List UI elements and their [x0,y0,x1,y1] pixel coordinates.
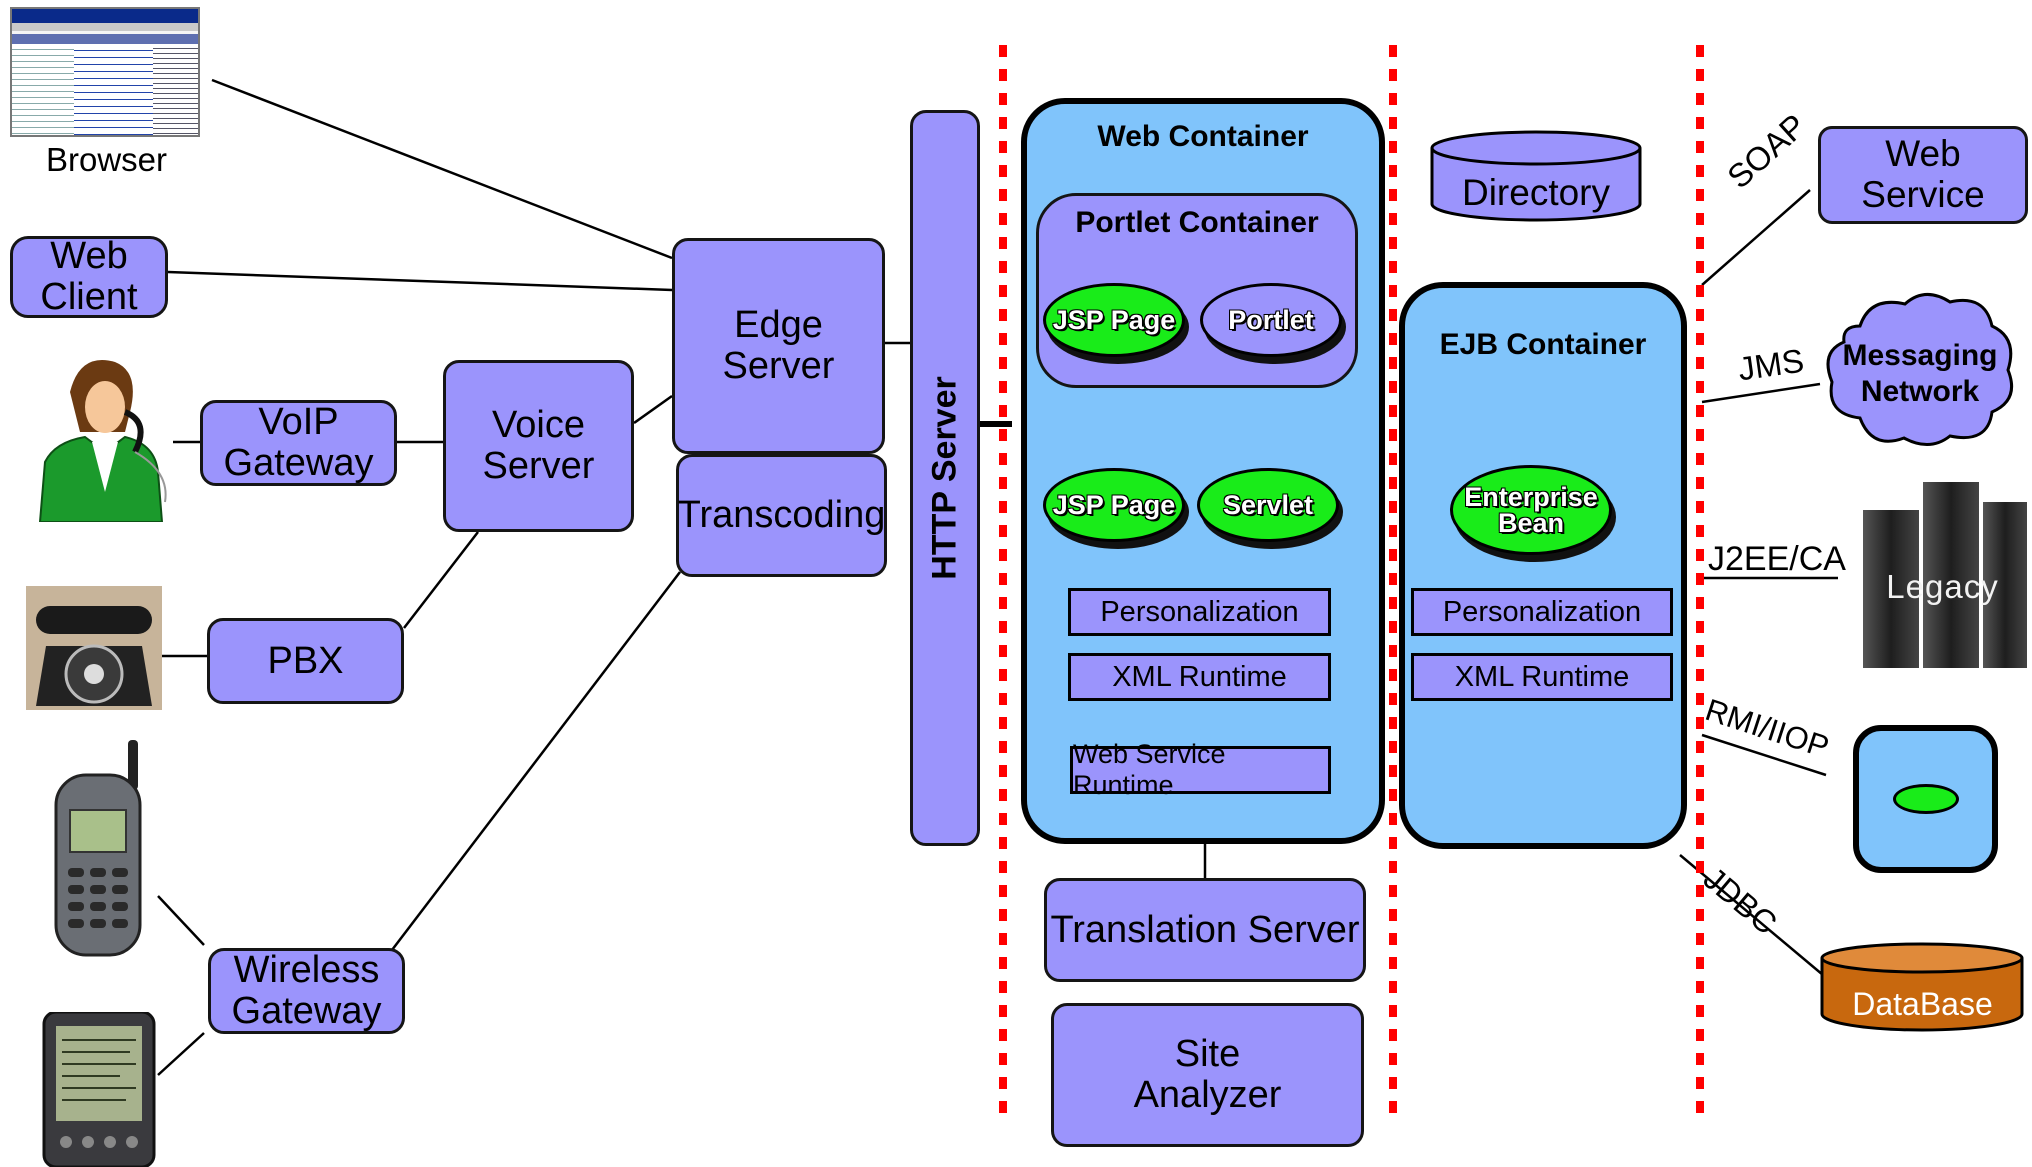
enterprise-bean-label: Enterprise Bean [1464,482,1598,538]
portlet-label: Portlet [1228,305,1314,335]
remote-bean-oval [1892,784,1959,814]
web-xml-runtime-label: XML Runtime [1112,660,1287,693]
database-store[interactable]: DataBase [1820,942,2025,1032]
pda-icon [40,1012,158,1167]
j2ee-ca-label: J2EE/CA [1708,540,1846,578]
legacy-label: Legacy [1886,568,1999,605]
enterprise-bean-oval[interactable]: Enterprise Bean [1450,465,1612,555]
voice-server-label: Voice Server [482,404,595,487]
line-rmi [1701,733,1827,777]
portlet-container-title: Portlet Container [1075,206,1319,239]
ejb-personalization-label: Personalization [1442,595,1642,628]
transcoding-node[interactable]: Transcoding [676,454,887,577]
directory-label: Directory [1461,172,1611,213]
line-voice-pbx [403,531,479,629]
ejb-container-title: EJB Container [1439,328,1647,361]
servlet-label: Servlet [1222,490,1314,520]
site-analyzer-node[interactable]: Site Analyzer [1051,1003,1364,1147]
legacy-mainframe[interactable]: Legacy [1855,480,2030,670]
translation-server-node[interactable]: Translation Server [1044,878,1366,982]
edge-server-label: Edge Server [722,304,835,387]
site-analyzer-label: Site Analyzer [1133,1033,1282,1116]
http-server-label: HTTP Server [925,376,964,580]
ejb-personalization-box[interactable]: Personalization [1411,588,1673,636]
database-label: DataBase [1852,986,1993,1022]
ejb-container: EJB Container [1399,282,1687,849]
web-service-runtime-label: Web Service Runtime [1073,739,1226,800]
line-soap [1701,189,1811,286]
messaging-network-cloud[interactable]: Messaging Network [1820,286,2020,452]
messaging-network-label: Messaging Network [1842,339,1998,408]
jsp-page-1-label: JSP Page [1052,305,1176,335]
voip-gateway-node[interactable]: VoIP Gateway [200,400,397,486]
cell-phone-icon [50,740,146,958]
person-on-phone-icon [30,352,175,522]
jsp-page-oval-1[interactable]: JSP Page [1043,283,1185,357]
line-pda-wireless [157,1032,205,1076]
web-personalization-label: Personalization [1100,595,1299,628]
jsp-page-oval-2[interactable]: JSP Page [1043,468,1185,542]
line-voice-edge [633,394,673,425]
servlet-oval[interactable]: Servlet [1197,468,1339,542]
voice-server-node[interactable]: Voice Server [443,360,634,532]
jsp-page-2-label: JSP Page [1052,490,1176,520]
line-jdbc [1679,854,1824,976]
pbx-node[interactable]: PBX [207,618,404,704]
web-client-label: Web Client [40,235,138,318]
ejb-xml-runtime-box[interactable]: XML Runtime [1411,653,1673,701]
browser-label: Browser [46,141,168,178]
web-service-label: Web Service [1861,133,1985,215]
wireless-gateway-label: Wireless Gateway [231,949,382,1032]
voip-gateway-label: VoIP Gateway [223,401,374,484]
transcoding-label: Transcoding [677,494,886,536]
web-xml-runtime-box[interactable]: XML Runtime [1068,653,1331,701]
web-client-node[interactable]: Web Client [10,236,168,318]
translation-server-label: Translation Server [1050,908,1360,951]
web-service-node[interactable]: Web Service [1818,126,2028,224]
web-personalization-box[interactable]: Personalization [1068,588,1331,636]
line-cellphone-wireless [157,895,205,946]
edge-server-node[interactable]: Edge Server [672,238,885,454]
remote-ejb-server[interactable] [1853,725,1998,873]
rotary-phone-icon [26,586,162,710]
web-service-runtime-box[interactable]: Web Service Runtime [1070,739,1331,800]
browser-icon [10,7,200,137]
line-browser-edge [211,78,673,260]
line-wireless-transcoding [391,571,681,951]
wireless-gateway-node[interactable]: Wireless Gateway [208,948,405,1034]
ejb-xml-runtime-label: XML Runtime [1454,660,1630,693]
line-jms [1701,382,1821,404]
directory-store[interactable]: Directory [1430,130,1642,222]
pbx-label: PBX [267,639,344,682]
http-server-node[interactable]: HTTP Server [910,110,980,846]
line-webclient-edge [167,270,673,292]
web-container-title: Web Container [1097,120,1309,153]
portlet-oval[interactable]: Portlet [1200,283,1342,357]
